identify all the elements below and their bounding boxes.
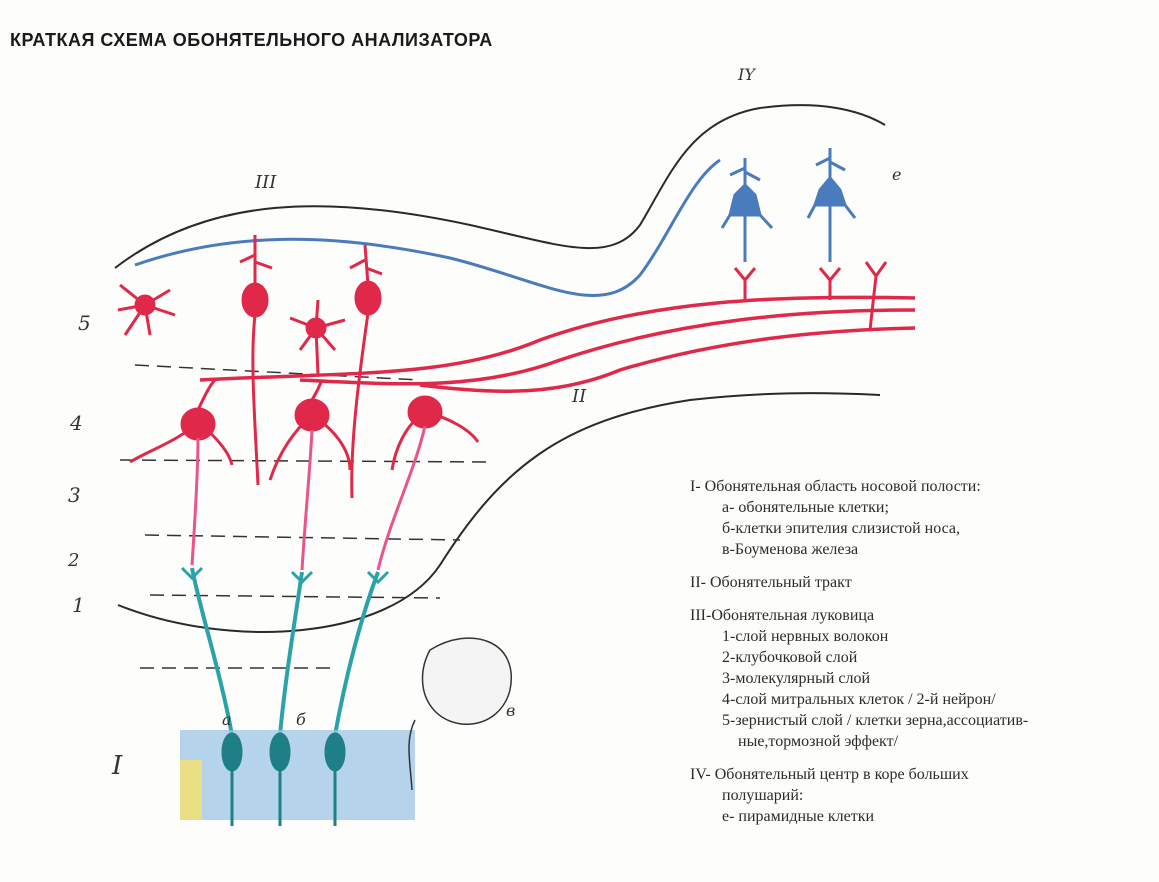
legend-section-III-head: III-Обонятельная луковица <box>690 607 875 624</box>
glomeruli <box>180 566 390 585</box>
legend-item-b: б-клетки эпителия слизистой носа, <box>722 520 960 537</box>
cell-letter-a: а <box>222 710 232 729</box>
cell-letter-e: е <box>892 165 901 184</box>
legend: I- Обонятельная область носовой полости:… <box>690 476 1150 839</box>
olfactory-tract-fibers <box>199 295 916 393</box>
cell-letter-b: б <box>296 710 306 729</box>
label-roman-IV: IY <box>737 65 756 84</box>
legend-section-I-head: I- Обонятельная область носовой полости: <box>690 478 981 495</box>
cell-letter-v: в <box>506 701 515 720</box>
olfactory-receptor-cells <box>221 732 346 826</box>
diagram-title: КРАТКАЯ СХЕМА ОБОНЯТЕЛЬНОГО АНАЛИЗАТОРА <box>10 30 493 50</box>
label-roman-I: I <box>111 751 123 781</box>
granule-cell-center <box>289 299 346 376</box>
legend-layer-5: 5-зернистый слой / клетки зерна,ассоциат… <box>722 712 1029 729</box>
tract-lower-outline <box>117 392 881 633</box>
legend-item-a: а- обонятельные клетки; <box>722 499 889 516</box>
pyramidal-cell-right <box>806 148 857 262</box>
layer-number-3: 3 <box>68 483 81 507</box>
mitral-tall-left <box>239 235 273 486</box>
mitral-cell-center <box>268 379 352 571</box>
legend-item-e: е- пирамидные клетки <box>722 808 875 825</box>
legend-layer-5-cont: ные,тормозной эффект/ <box>738 733 899 750</box>
epithelium-yellow-cell <box>180 760 202 820</box>
cortex-terminals <box>733 261 888 331</box>
cortex-inner-outline <box>125 140 750 280</box>
mitral-tall-right <box>349 244 383 499</box>
legend-item-v: в-Боуменова железа <box>722 541 859 558</box>
label-roman-II: II <box>571 386 587 407</box>
legend-section-IV-head: IV- Обонятельный центр в коре больших <box>690 766 969 783</box>
granule-cell-left <box>117 283 176 336</box>
layer-number-5: 5 <box>78 311 91 335</box>
label-roman-III: III <box>254 172 277 193</box>
receptor-axons <box>190 567 380 736</box>
legend-layer-3: 3-молекулярный слой <box>722 670 871 687</box>
legend-section-II-head: II- Обонятельный тракт <box>690 574 852 591</box>
mitral-cell-left <box>129 378 234 566</box>
cortex-blue-fiber <box>134 158 721 297</box>
layer-number-1: 1 <box>72 593 85 617</box>
legend-layer-4: 4-слой митральных клеток / 2-й нейрон/ <box>722 691 996 708</box>
bowman-gland <box>408 637 513 791</box>
layer-number-2: 2 <box>67 550 79 571</box>
mitral-cell-right <box>376 395 480 571</box>
olfactory-epithelium <box>180 730 415 820</box>
pyramidal-cell-left <box>720 158 774 262</box>
bulb-upper-outline <box>114 104 886 269</box>
legend-section-IV-head-cont: полушарий: <box>722 787 804 804</box>
legend-layer-2: 2-клубочковой слой <box>722 649 858 666</box>
layer-number-4: 4 <box>69 411 83 435</box>
legend-layer-1: 1-слой нервных волокон <box>722 628 889 645</box>
